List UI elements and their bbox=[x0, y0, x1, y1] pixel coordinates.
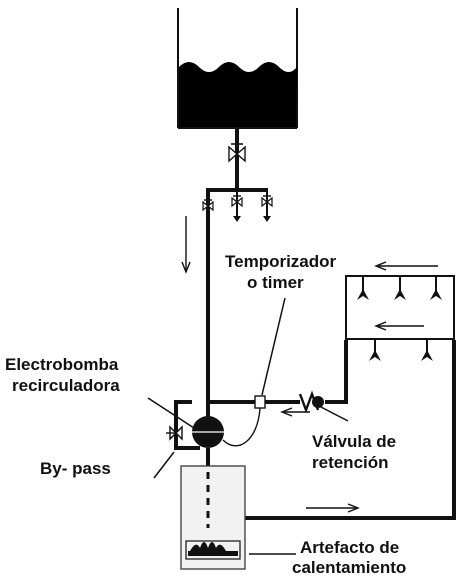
flow-down-arrow bbox=[181, 216, 191, 274]
main-line-valve-icon bbox=[202, 199, 214, 212]
check-valve-icon bbox=[298, 390, 324, 414]
pump-label-line2: recirculadora bbox=[12, 376, 120, 395]
bypass-leader-line bbox=[153, 451, 175, 479]
distribution-header-pipe bbox=[206, 188, 268, 420]
heater bbox=[180, 465, 246, 570]
tap-valve-1-icon bbox=[231, 195, 243, 222]
check-valve-label-line2: retención bbox=[312, 453, 389, 472]
bypass-label: By- pass bbox=[40, 459, 111, 478]
flow-right-arrow-bottom bbox=[306, 503, 360, 513]
timer-label-line2: o timer bbox=[247, 273, 304, 292]
bypass-valve-icon bbox=[166, 425, 183, 441]
water-tank bbox=[177, 8, 298, 129]
pump-leader-line bbox=[147, 397, 195, 429]
check-valve-label-line1: Válvula de bbox=[312, 432, 396, 451]
flow-left-arrow-middle bbox=[374, 321, 424, 331]
shower-lower-1-icon bbox=[369, 339, 381, 361]
tap-outlets bbox=[202, 190, 273, 222]
tap-valve-2-icon bbox=[261, 195, 273, 222]
consumption-fixtures bbox=[345, 275, 455, 361]
burner-flame-icon bbox=[185, 540, 241, 560]
timer-icon bbox=[222, 395, 266, 447]
heater-label-line1: Artefacto de bbox=[300, 538, 399, 557]
heater-label-line2: calentamiento bbox=[292, 558, 406, 577]
timer-label-line1: Temporizador bbox=[225, 252, 337, 271]
recirculation-pump-icon bbox=[192, 416, 224, 448]
return-pipe-riser bbox=[325, 340, 348, 404]
timer-leader-line bbox=[261, 297, 286, 396]
shower-upper-1-icon bbox=[357, 276, 369, 300]
bypass-pipe bbox=[174, 400, 200, 450]
tank-water bbox=[179, 62, 297, 127]
check-valve-leader-line bbox=[318, 405, 349, 422]
shower-upper-3-icon bbox=[430, 276, 442, 300]
flow-left-arrow-top bbox=[374, 261, 438, 271]
pump-label-line1: Electrobomba bbox=[5, 355, 119, 374]
tank-outlet-pipe bbox=[228, 128, 246, 190]
shower-upper-2-icon bbox=[394, 276, 406, 300]
shower-lower-2-icon bbox=[421, 339, 433, 361]
heater-feed-pipe bbox=[244, 340, 456, 520]
tank-outlet-valve-icon bbox=[228, 143, 246, 163]
